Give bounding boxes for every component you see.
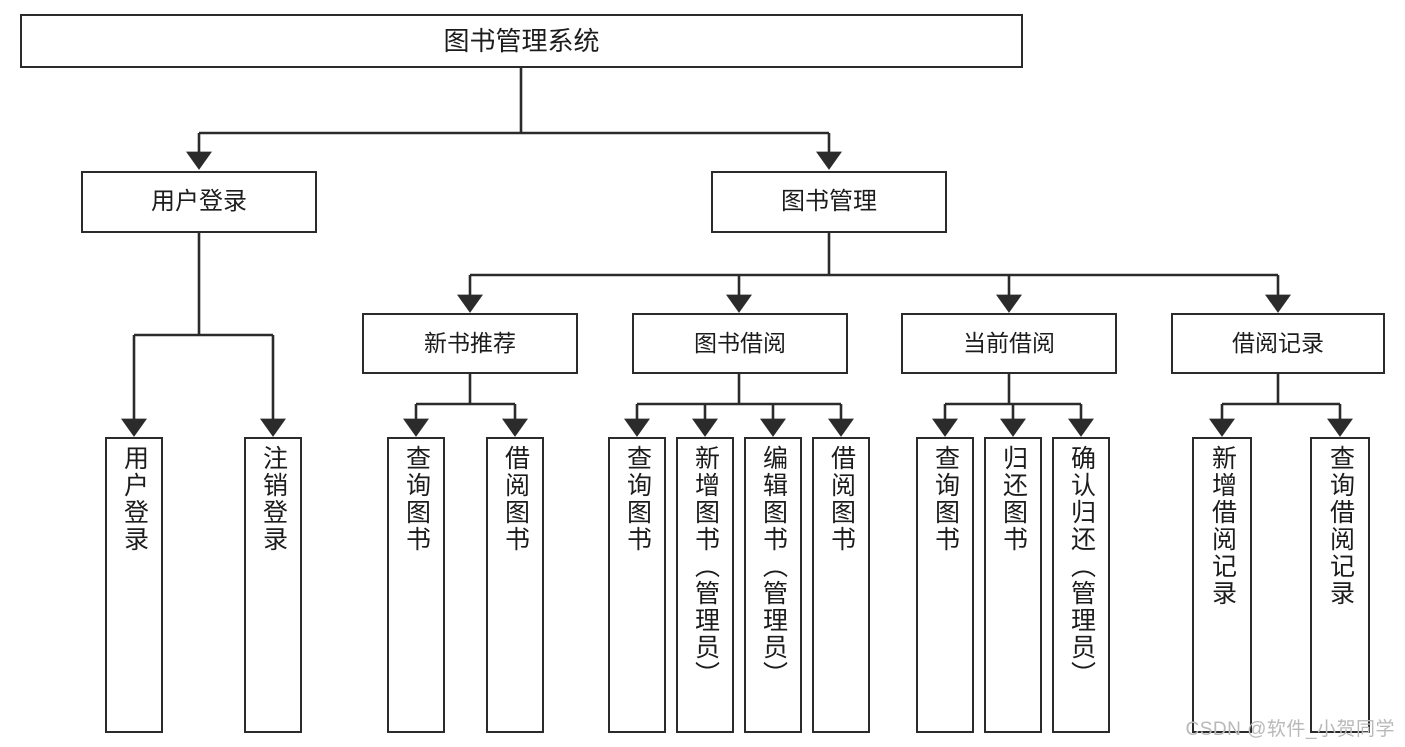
node-label: 查询图书: [402, 445, 431, 553]
node-label: 借阅图书: [501, 445, 530, 553]
leaf-add-borrow-record[interactable]: 新增借阅记录: [1192, 437, 1252, 733]
leaf-query-book-borrow[interactable]: 查询图书: [608, 437, 666, 733]
node-label: 图书管理系统: [443, 25, 600, 56]
node-label: 新书推荐: [424, 329, 516, 356]
leaf-query-borrow-record[interactable]: 查询借阅记录: [1310, 437, 1370, 733]
node-label: 确认归还（管理员）: [1067, 445, 1096, 688]
node-label: 新增借阅记录: [1208, 445, 1237, 607]
node-label: 图书借阅: [694, 329, 786, 356]
watermark: CSDN @软件_小贺同学: [1185, 719, 1395, 740]
node-label: 查询图书: [623, 445, 652, 553]
node-label: 借阅图书: [827, 445, 856, 553]
node-current-borrow[interactable]: 当前借阅: [901, 313, 1117, 374]
node-root-book-management-system[interactable]: 图书管理系统: [20, 14, 1023, 68]
node-label: 当前借阅: [963, 329, 1055, 356]
node-user-login[interactable]: 用户登录: [81, 171, 317, 233]
leaf-confirm-return-admin[interactable]: 确认归还（管理员）: [1052, 437, 1110, 733]
leaf-user-login[interactable]: 用户登录: [105, 437, 163, 733]
leaf-edit-book-admin[interactable]: 编辑图书（管理员）: [744, 437, 802, 733]
node-label: 编辑图书（管理员）: [759, 445, 788, 688]
leaf-query-book-recommend[interactable]: 查询图书: [387, 437, 445, 733]
node-book-borrow[interactable]: 图书借阅: [632, 313, 848, 374]
node-label: 新增图书（管理员）: [691, 445, 720, 688]
leaf-logout[interactable]: 注销登录: [244, 437, 302, 733]
node-label: 注销登录: [259, 445, 288, 553]
node-new-book-recommend[interactable]: 新书推荐: [362, 313, 578, 374]
node-label: 归还图书: [999, 445, 1028, 553]
node-borrow-record[interactable]: 借阅记录: [1171, 313, 1385, 374]
leaf-query-book-current[interactable]: 查询图书: [916, 437, 974, 733]
leaf-return-book[interactable]: 归还图书: [984, 437, 1042, 733]
node-book-management[interactable]: 图书管理: [711, 171, 947, 233]
leaf-borrow-book-recommend[interactable]: 借阅图书: [486, 437, 544, 733]
node-label: 借阅记录: [1232, 329, 1324, 356]
node-label: 图书管理: [781, 187, 877, 215]
node-label: 查询借阅记录: [1326, 445, 1355, 607]
node-label: 查询图书: [931, 445, 960, 553]
node-label: 用户登录: [151, 187, 247, 215]
node-label: 用户登录: [120, 445, 149, 553]
leaf-borrow-book[interactable]: 借阅图书: [812, 437, 870, 733]
leaf-add-book-admin[interactable]: 新增图书（管理员）: [676, 437, 734, 733]
